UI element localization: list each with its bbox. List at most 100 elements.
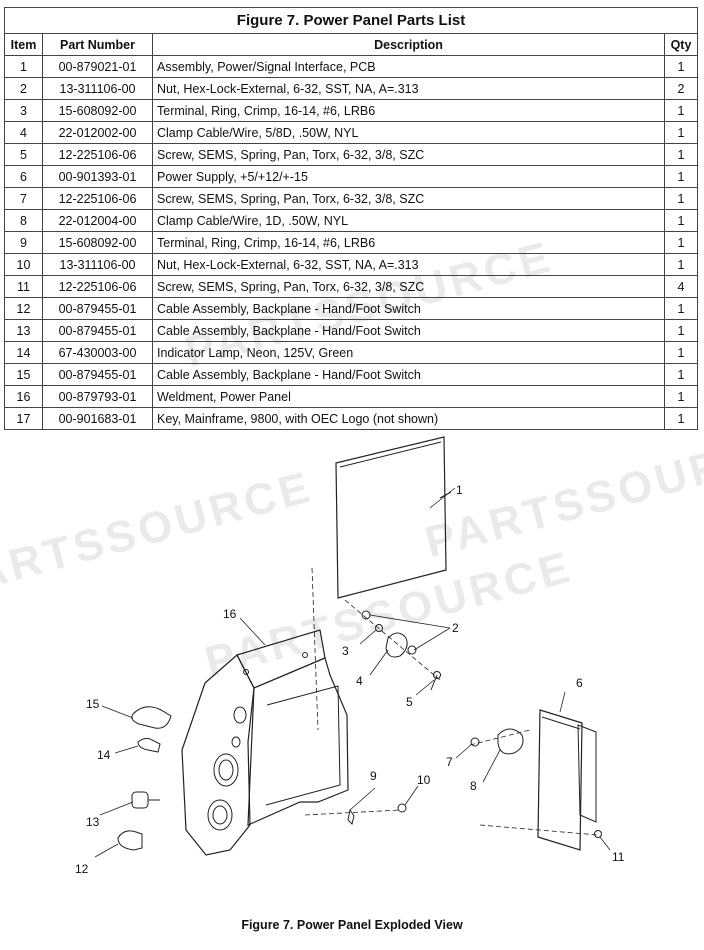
callout-7: 7	[446, 755, 453, 769]
description-cell: Screw, SEMS, Spring, Pan, Torx, 6-32, 3/…	[152, 143, 665, 166]
item-cell: 6	[4, 165, 43, 188]
item-cell: 12	[4, 297, 43, 320]
hardware-parts	[361, 610, 441, 691]
description-cell: Terminal, Ring, Crimp, 16-14, #6, LRB6	[152, 231, 665, 254]
item-cell: 4	[4, 121, 43, 144]
item-cell: 1	[4, 55, 43, 78]
description-cell: Weldment, Power Panel	[152, 385, 665, 408]
part-number-cell: 15-608092-00	[42, 231, 153, 254]
part-number-cell: 15-608092-00	[42, 99, 153, 122]
power-supply-part	[470, 709, 602, 851]
qty-cell: 1	[664, 385, 698, 408]
callout-10: 10	[417, 773, 431, 787]
item-cell: 16	[4, 385, 43, 408]
qty-cell: 1	[664, 165, 698, 188]
diagram-caption: Figure 7. Power Panel Exploded View	[241, 918, 463, 932]
callout-labels: 1 2 3 4 5 6 7 8 9 10 11 12 13 14 15 16	[75, 483, 625, 876]
callout-9: 9	[370, 769, 377, 783]
power-panel-weldment	[181, 629, 349, 856]
part-number-cell: 00-901683-01	[42, 407, 153, 430]
description-cell: Cable Assembly, Backplane - Hand/Foot Sw…	[152, 319, 665, 342]
description-cell: Nut, Hex-Lock-External, 6-32, SST, NA, A…	[152, 77, 665, 100]
qty-cell: 1	[664, 341, 698, 364]
item-cell: 9	[4, 231, 43, 254]
table-header-row: Item Part Number Description Qty	[4, 33, 698, 56]
callout-2: 2	[452, 621, 459, 635]
qty-cell: 1	[664, 55, 698, 78]
qty-cell: 2	[664, 77, 698, 100]
description-cell: Screw, SEMS, Spring, Pan, Torx, 6-32, 3/…	[152, 187, 665, 210]
qty-cell: 1	[664, 407, 698, 430]
qty-cell: 1	[664, 297, 698, 320]
item-cell: 3	[4, 99, 43, 122]
qty-cell: 1	[664, 99, 698, 122]
callout-14: 14	[97, 748, 111, 762]
callout-15: 15	[86, 697, 100, 711]
callout-5: 5	[406, 695, 413, 709]
description-cell: Power Supply, +5/+12/+-15	[152, 165, 665, 188]
callout-13: 13	[86, 815, 100, 829]
part-number-cell: 13-311106-00	[42, 253, 153, 276]
part-number-cell: 13-311106-00	[42, 77, 153, 100]
part-number-cell: 00-879455-01	[42, 363, 153, 386]
part-number-cell: 00-879455-01	[42, 297, 153, 320]
qty-cell: 1	[664, 187, 698, 210]
description-cell: Clamp Cable/Wire, 1D, .50W, NYL	[152, 209, 665, 232]
column-header-description: Description	[152, 33, 665, 56]
part-number-cell: 22-012002-00	[42, 121, 153, 144]
part-number-cell: 12-225106-06	[42, 187, 153, 210]
item-cell: 17	[4, 407, 43, 430]
qty-cell: 1	[664, 209, 698, 232]
item-cell: 7	[4, 187, 43, 210]
item-cell: 8	[4, 209, 43, 232]
description-cell: Clamp Cable/Wire, 5/8D, .50W, NYL	[152, 121, 665, 144]
alignment-lines	[304, 567, 599, 836]
column-header-qty: Qty	[664, 33, 698, 56]
description-cell: Assembly, Power/Signal Interface, PCB	[152, 55, 665, 78]
description-cell: Cable Assembly, Backplane - Hand/Foot Sw…	[152, 297, 665, 320]
qty-cell: 1	[664, 253, 698, 276]
qty-cell: 1	[664, 363, 698, 386]
callout-6: 6	[576, 676, 583, 690]
description-cell: Cable Assembly, Backplane - Hand/Foot Sw…	[152, 363, 665, 386]
part-number-cell: 67-430003-00	[42, 341, 153, 364]
callout-3: 3	[342, 644, 349, 658]
part-number-cell: 00-879793-01	[42, 385, 153, 408]
description-cell: Screw, SEMS, Spring, Pan, Torx, 6-32, 3/…	[152, 275, 665, 298]
callout-12: 12	[75, 862, 89, 876]
qty-cell: 1	[664, 121, 698, 144]
description-cell: Indicator Lamp, Neon, 125V, Green	[152, 341, 665, 364]
qty-cell: 1	[664, 231, 698, 254]
item-cell: 10	[4, 253, 43, 276]
callout-1: 1	[456, 483, 463, 497]
item-cell: 14	[4, 341, 43, 364]
part-number-cell: 22-012004-00	[42, 209, 153, 232]
item-cell: 13	[4, 319, 43, 342]
terminal-and-nut-parts	[347, 803, 407, 825]
item-cell: 2	[4, 77, 43, 100]
callout-11: 11	[612, 850, 625, 864]
item-cell: 5	[4, 143, 43, 166]
item-cell: 15	[4, 363, 43, 386]
part-number-cell: 12-225106-06	[42, 143, 153, 166]
column-header-item: Item	[4, 33, 43, 56]
callout-leaders	[94, 487, 611, 858]
switch-and-lamp-parts	[117, 706, 172, 851]
callout-16: 16	[223, 607, 237, 621]
part-number-cell: 12-225106-06	[42, 275, 153, 298]
column-header-part-number: Part Number	[42, 33, 153, 56]
qty-cell: 1	[664, 319, 698, 342]
